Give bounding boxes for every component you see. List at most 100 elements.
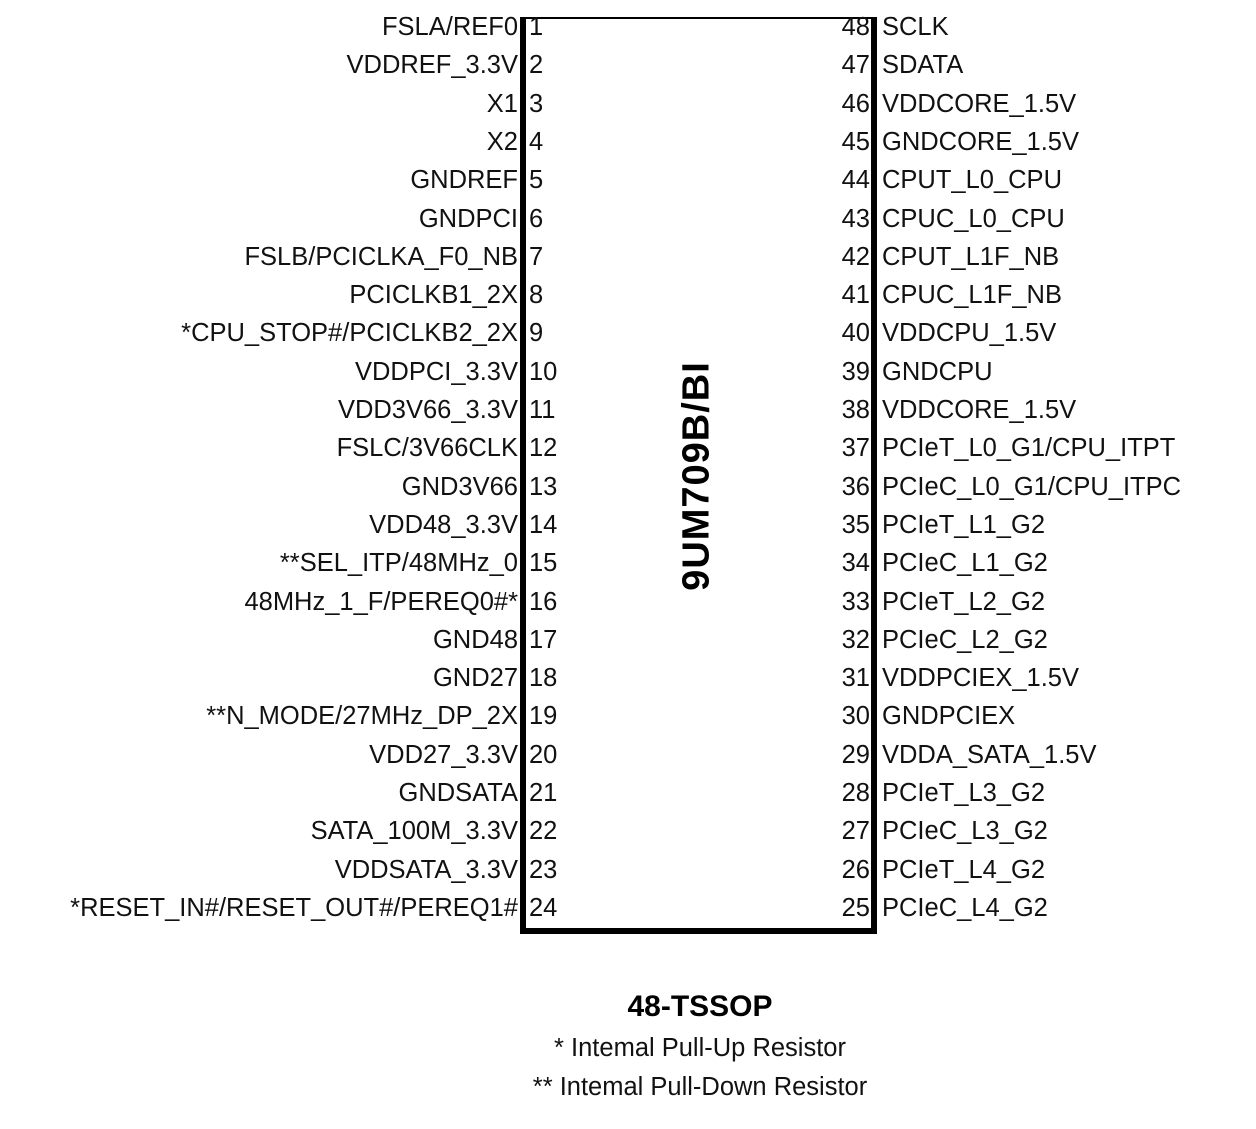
pin-row: 26 PCIeT_L4_G2 — [0, 851, 1256, 889]
pin-name: *CPU_STOP#/PCICLKB2_2X — [181, 319, 518, 348]
pin-name: GND48 — [432, 625, 518, 654]
pin-name: FSLB/PCICLKA_F0_NB — [244, 242, 518, 271]
pin-name: GND27 — [432, 664, 518, 693]
pin-number: 5 — [529, 166, 544, 195]
pin-number: 44 — [841, 166, 870, 195]
pin-name: FSLC/3V66CLK — [336, 434, 518, 463]
pin-row: 35 PCIeT_L1_G2 — [0, 506, 1256, 544]
pin-number: 23 — [529, 855, 558, 884]
pin-number: 24 — [529, 893, 558, 922]
pin-number: 28 — [841, 779, 870, 807]
pin-name: VDDCORE_1.5V — [882, 396, 1077, 424]
pin-number: 40 — [841, 319, 870, 348]
pin-number: 16 — [529, 587, 558, 616]
pin-number: 14 — [529, 510, 558, 539]
pin-name: GNDCPU — [882, 357, 993, 386]
pin-number: 47 — [841, 51, 870, 80]
pin-number: 11 — [529, 396, 556, 424]
pin-number: 25 — [841, 893, 870, 922]
pin-row: VDDREF_3.3V 2 — [0, 46, 1256, 84]
pull-up-note: * Intemal Pull-Up Resistor — [554, 1034, 846, 1062]
pin-name: VDDSATA_3.3V — [334, 855, 518, 884]
pin-number: 13 — [529, 472, 558, 501]
pin-number: 36 — [841, 472, 870, 501]
pin-row: 40 VDDCPU_1.5V — [0, 314, 1256, 352]
pin-name: X2 — [486, 127, 518, 156]
pin-row: GNDSATA 21 — [0, 774, 1256, 812]
pin-name: GNDSATA — [398, 779, 518, 807]
pin-number: 48 — [841, 13, 870, 41]
pin-name: GNDCORE_1.5V — [882, 127, 1079, 156]
pin-name: VDDPCI_3.3V — [355, 357, 518, 386]
pin-number: 18 — [529, 664, 558, 693]
pin-number: 1 — [529, 13, 544, 41]
pin-number: 32 — [841, 625, 870, 654]
pin-number: 19 — [529, 702, 558, 731]
pin-row: X2 4 — [0, 123, 1256, 161]
pin-number: 4 — [529, 127, 544, 156]
pin-row: VDDPCI_3.3V 10 — [0, 353, 1256, 391]
pin-name: **SEL_ITP/48MHz_0 — [279, 549, 518, 578]
pin-number: 8 — [529, 281, 544, 310]
package-type-label: 48-TSSOP — [627, 990, 773, 1023]
pin-number: 41 — [841, 281, 870, 310]
pin-number: 42 — [841, 242, 870, 271]
pin-number: 35 — [841, 510, 870, 539]
pin-row: GND3V66 13 — [0, 468, 1256, 506]
pin-number: 30 — [841, 702, 870, 731]
pin-row: PCICLKB1_2X 8 — [0, 276, 1256, 314]
pin-name: CPUC_L1F_NB — [882, 281, 1062, 310]
pin-name: X1 — [486, 89, 518, 118]
pin-row: 32 PCIeC_L2_G2 — [0, 621, 1256, 659]
pin-name: VDDREF_3.3V — [346, 51, 518, 80]
pin-row: 48 SCLK — [0, 8, 1256, 46]
chip-package-outline — [520, 17, 877, 934]
pin-name: PCIeT_L1_G2 — [882, 510, 1046, 539]
pin-row: 41 CPUC_L1F_NB — [0, 276, 1256, 314]
pin-name: GNDPCIEX — [882, 702, 1016, 731]
pin-row: VDDSATA_3.3V 23 — [0, 851, 1256, 889]
pin-name: PCIeT_L4_G2 — [882, 855, 1046, 884]
pin-number: 46 — [841, 89, 870, 118]
pin-row: GNDREF 5 — [0, 161, 1256, 199]
pin-name: CPUC_L0_CPU — [882, 204, 1065, 233]
pin-row: 30 GNDPCIEX — [0, 697, 1256, 735]
pin-name: VDDCORE_1.5V — [882, 89, 1077, 118]
pin-name: GNDPCI — [418, 204, 518, 233]
pin-number: 45 — [841, 127, 870, 156]
pin-number: 2 — [529, 51, 544, 80]
pin-number: 37 — [841, 434, 870, 463]
pin-row: **SEL_ITP/48MHz_0 15 — [0, 544, 1256, 582]
pin-number: 15 — [529, 549, 558, 578]
pin-number: 29 — [841, 740, 870, 769]
pin-row: *RESET_IN#/RESET_OUT#/PEREQ1#24 — [0, 889, 1256, 927]
pin-number: 26 — [841, 855, 870, 884]
pin-number: 21 — [529, 779, 558, 807]
pin-number: 10 — [529, 357, 558, 386]
pin-name: PCICLKB1_2X — [349, 281, 518, 310]
pin-name: GND3V66 — [401, 472, 518, 501]
pin-name: VDDCPU_1.5V — [882, 319, 1057, 348]
pin-name: GNDREF — [410, 166, 518, 195]
pin-name: PCIeC_L2_G2 — [882, 625, 1048, 654]
pin-row: *CPU_STOP#/PCICLKB2_2X 9 — [0, 314, 1256, 352]
pin-number: 33 — [841, 587, 870, 616]
pin-name: SCLK — [882, 13, 949, 41]
pin-name: PCIeC_L4_G2 — [882, 893, 1048, 922]
pin-number: 9 — [529, 319, 544, 348]
